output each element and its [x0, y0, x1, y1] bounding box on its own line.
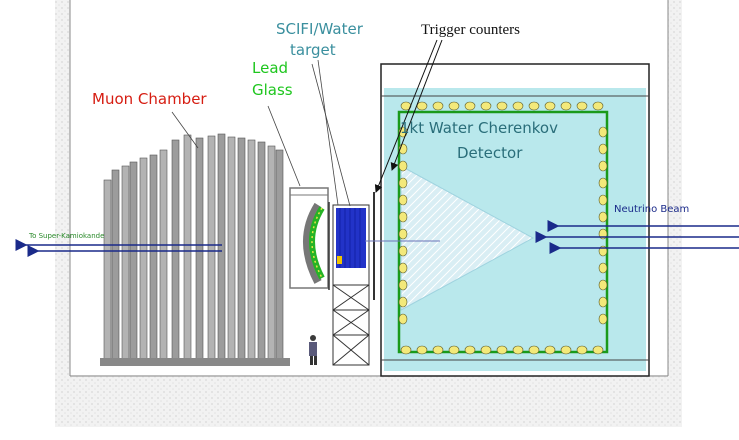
neutrino-beam-label: Neutrino Beam — [614, 204, 690, 215]
pmt — [448, 101, 460, 111]
pmt — [576, 345, 588, 355]
pmt — [598, 279, 608, 291]
muon-chamber-base — [100, 358, 290, 366]
pmt — [544, 101, 556, 111]
muon-chamber-bar — [227, 136, 236, 365]
water-cherenkov-label-line1: 1kt Water Cherenkov — [400, 119, 558, 137]
muon-chamber-bar — [159, 149, 168, 365]
muon-chamber-bar — [139, 157, 148, 365]
pmt — [598, 194, 608, 206]
pmt — [398, 211, 408, 223]
pmt — [576, 101, 588, 111]
lead-glass-label-line2: Glass — [252, 81, 293, 99]
muon-chamber-bar — [183, 134, 192, 365]
muon-chamber-bar — [257, 141, 266, 365]
person-figure — [309, 335, 317, 365]
beam-arrows — [15, 220, 739, 257]
to-super-kamiokande-label: To Super-Kamiokande — [29, 232, 105, 240]
muon-chamber-bar — [267, 145, 276, 365]
pmt — [416, 345, 428, 355]
muon-chamber-bar — [275, 149, 284, 365]
pmt — [400, 345, 412, 355]
pmt — [598, 313, 608, 325]
pmt — [560, 101, 572, 111]
pmt — [398, 245, 408, 257]
pmt — [598, 211, 608, 223]
pmt — [398, 279, 408, 291]
muon-chamber-bar — [247, 139, 256, 365]
muon-chamber-label: Muon Chamber — [92, 90, 207, 108]
pmt — [480, 101, 492, 111]
muon-chamber-bar — [171, 139, 180, 365]
pmt — [598, 177, 608, 189]
trigger-counters-label: Trigger counters — [421, 22, 521, 38]
pmt — [464, 345, 476, 355]
muon-chamber-bar — [103, 179, 112, 365]
muon-chamber-bar — [207, 135, 216, 365]
lead-glass-label-line1: Lead — [252, 59, 289, 77]
muon-chamber-bar — [111, 169, 120, 365]
scifi-label-line1: SCIFI/Water — [276, 20, 363, 38]
pmt — [598, 262, 608, 274]
pmt — [528, 345, 540, 355]
pmt — [598, 296, 608, 308]
pmt — [398, 177, 408, 189]
scifi-target — [328, 192, 375, 366]
scifi-label-line2: target — [290, 41, 336, 59]
pmt — [598, 143, 608, 155]
pmt — [496, 345, 508, 355]
pmt — [560, 345, 572, 355]
muon-chamber — [100, 133, 290, 366]
pmt — [512, 345, 524, 355]
pmt — [398, 313, 408, 325]
water-cherenkov-tank — [380, 63, 650, 377]
pmt — [398, 262, 408, 274]
trigger-counters-pointers — [374, 39, 443, 193]
muon-chamber-bar — [237, 137, 246, 365]
pmt — [416, 101, 428, 111]
pmt — [512, 101, 524, 111]
pmt — [496, 101, 508, 111]
pmt — [480, 345, 492, 355]
lead-glass-assembly — [289, 187, 329, 289]
pmt — [448, 345, 460, 355]
hall-walls — [55, 0, 682, 427]
pmt — [592, 345, 604, 355]
pmt — [464, 101, 476, 111]
pmt — [432, 101, 444, 111]
muon-chamber-bar — [149, 154, 158, 365]
water-cherenkov-label-line2: Detector — [457, 144, 523, 162]
muon-chamber-bar — [121, 165, 130, 365]
pmt — [592, 101, 604, 111]
pmt — [528, 101, 540, 111]
pmt — [598, 160, 608, 172]
muon-chamber-bar — [217, 133, 226, 365]
pmt — [398, 194, 408, 206]
pmt — [398, 160, 408, 172]
pmt — [398, 228, 408, 240]
pmt — [598, 126, 608, 138]
muon-chamber-bar — [129, 161, 138, 365]
pmt — [398, 296, 408, 308]
pmt — [432, 345, 444, 355]
pmt — [544, 345, 556, 355]
